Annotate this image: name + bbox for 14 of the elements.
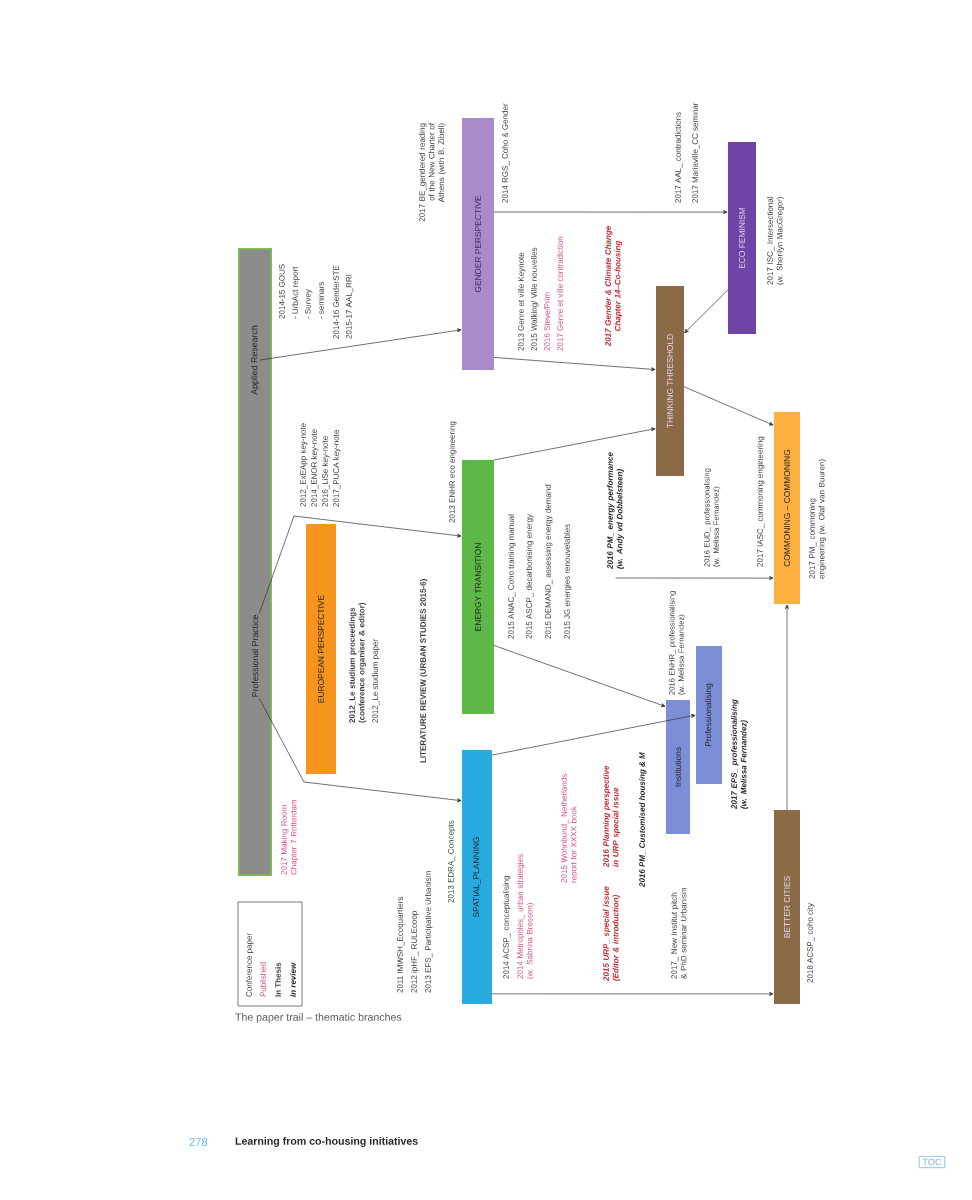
connector-arrow xyxy=(493,210,728,215)
connector-arrow xyxy=(259,328,462,361)
connector-arrow xyxy=(258,698,462,803)
connector-arrow xyxy=(258,515,462,615)
connector-arrow xyxy=(615,576,774,580)
category-band xyxy=(238,248,272,876)
connector-arrow xyxy=(785,604,789,811)
connector-arrow xyxy=(684,289,729,334)
connector-arrow xyxy=(683,386,774,426)
connector-arrow xyxy=(493,427,656,461)
connector-arrow xyxy=(493,645,666,708)
connector-arrow xyxy=(493,357,656,372)
connector-arrow xyxy=(491,992,774,996)
connector-arrow xyxy=(491,714,696,756)
